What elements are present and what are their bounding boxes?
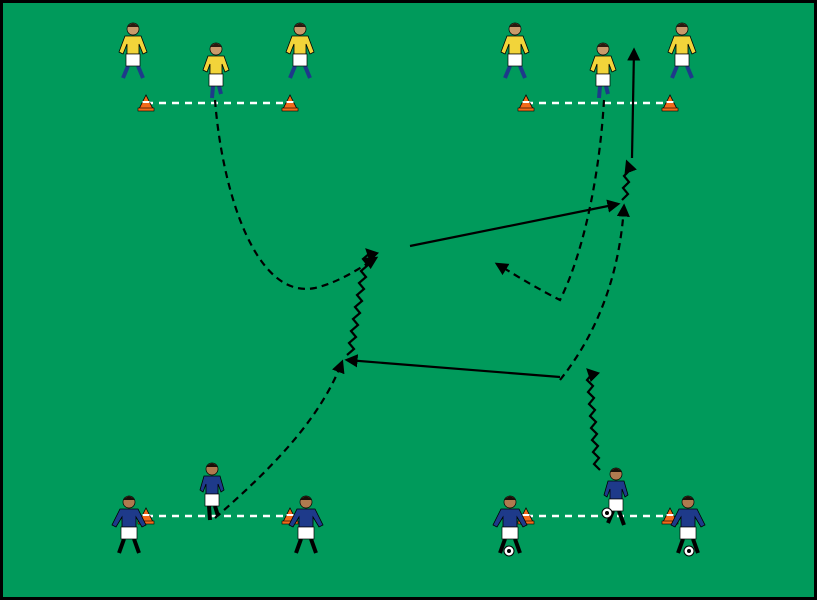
dribble-right-top (621, 159, 637, 201)
player-icon (492, 495, 528, 554)
run-straight-right (627, 47, 641, 159)
blue-team (111, 462, 706, 554)
player-icon (202, 42, 230, 99)
player-icon (500, 22, 530, 79)
cone-icon (281, 94, 299, 112)
pass-right-to-left (344, 354, 561, 379)
player-icon (288, 495, 324, 554)
ball-icon (601, 507, 613, 519)
run-dashed-left-bottom (214, 359, 345, 519)
pass-left-to-right (409, 199, 621, 248)
balls (503, 507, 695, 557)
cone-icon (661, 94, 679, 112)
player-icon (667, 22, 697, 79)
cone-icon (661, 507, 679, 525)
player-icon (111, 495, 147, 554)
ball-icon (503, 545, 515, 557)
yellow-team (118, 22, 697, 99)
cone-icon (137, 94, 155, 112)
dribble-left (346, 248, 380, 356)
dribble-right-bottom (585, 368, 601, 471)
movement-lines (213, 47, 641, 519)
run-dashed-left-top (213, 99, 379, 290)
cone-icon (517, 94, 535, 112)
player-icon (670, 495, 706, 554)
player-icon (285, 22, 315, 79)
player-icon (118, 22, 148, 79)
player-icon (199, 462, 225, 521)
ball-icon (683, 545, 695, 557)
run-dashed-right-top (494, 99, 606, 302)
player-icon (589, 42, 617, 99)
